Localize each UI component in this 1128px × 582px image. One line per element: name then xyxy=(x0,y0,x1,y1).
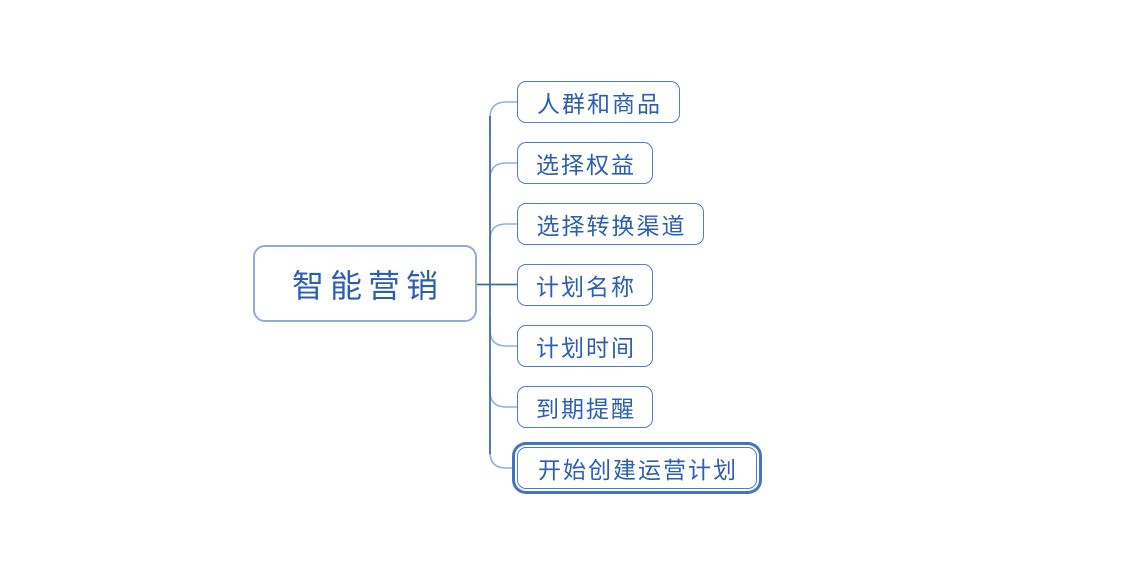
node-select-conversion-channel[interactable]: 选择转换渠道 xyxy=(517,203,704,245)
node-label: 计划名称 xyxy=(536,275,636,301)
node-label: 选择权益 xyxy=(536,153,636,179)
root-node-label: 智能营销 xyxy=(291,266,444,305)
node-label: 人群和商品 xyxy=(537,92,662,118)
node-plan-name[interactable]: 计划名称 xyxy=(517,264,653,306)
branch-line-channel xyxy=(489,223,517,253)
branch-line-audience xyxy=(489,101,517,134)
branch-line-benefits xyxy=(489,162,517,192)
node-label: 选择转换渠道 xyxy=(536,214,687,240)
root-node-smart-marketing[interactable]: 智能营销 xyxy=(253,245,477,322)
node-plan-time[interactable]: 计划时间 xyxy=(517,325,653,367)
branch-line-reminder xyxy=(489,378,517,408)
node-start-create-operation-plan[interactable]: 开始创建运营计划 xyxy=(517,447,757,489)
node-select-benefits[interactable]: 选择权益 xyxy=(517,142,653,184)
node-label: 计划时间 xyxy=(536,336,636,362)
node-label: 开始创建运营计划 xyxy=(538,458,738,484)
node-audience-and-products[interactable]: 人群和商品 xyxy=(517,81,680,123)
node-label: 到期提醒 xyxy=(536,397,636,423)
branch-line-start-plan xyxy=(489,439,512,469)
branch-line-plan-time xyxy=(489,317,517,347)
node-expiry-reminder[interactable]: 到期提醒 xyxy=(517,386,653,428)
